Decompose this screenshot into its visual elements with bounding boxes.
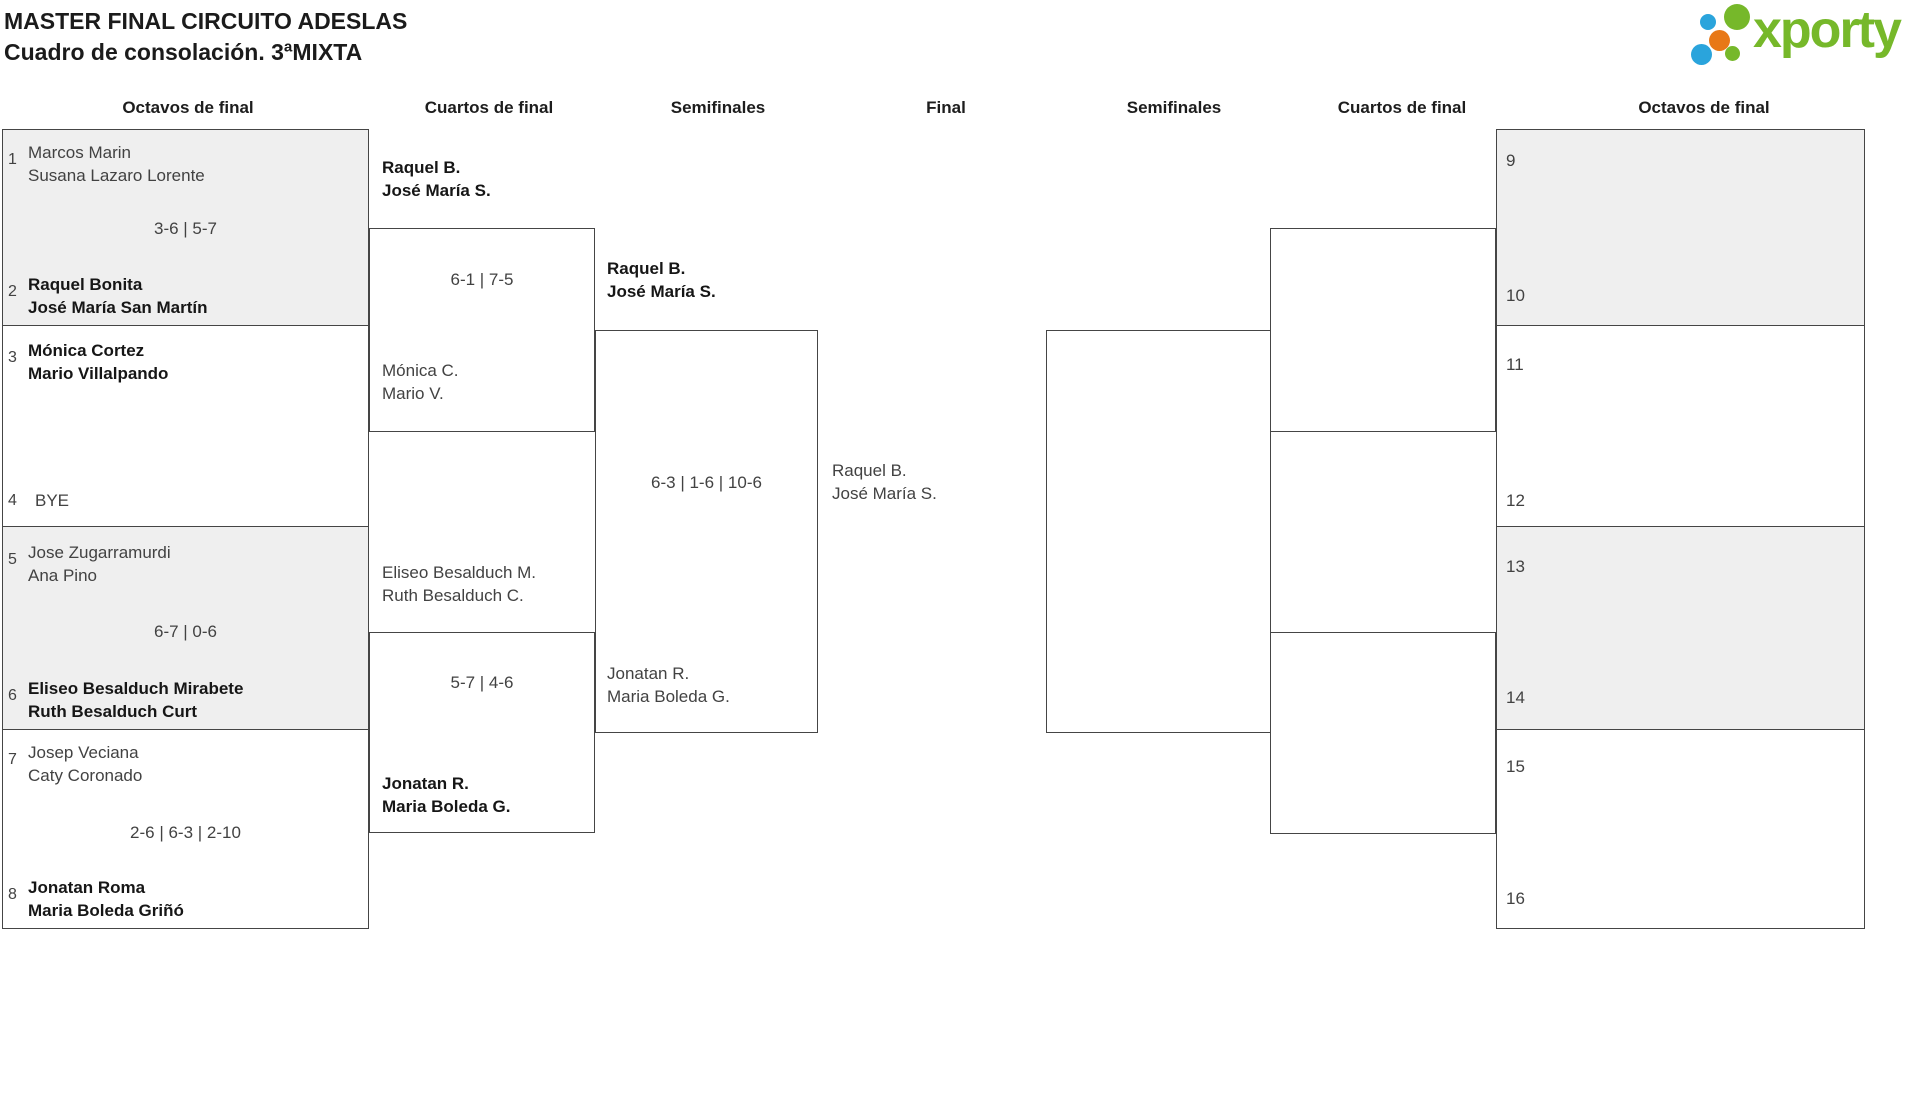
player-name: Marcos Marin <box>28 143 131 162</box>
seed-number: 11 <box>1506 355 1524 374</box>
player-name: Jose Zugarramurdi <box>28 543 171 562</box>
seed-number: 8 <box>8 886 17 903</box>
match-box-r16-left-1 <box>2 129 369 326</box>
player-name: Eliseo Besalduch M. <box>382 563 537 582</box>
match-box-qf-right-1 <box>1270 228 1496 432</box>
qf-team-label: Mónica C. Mario V. <box>382 359 459 405</box>
xporty-logo[interactable]: xporty <box>1688 0 1920 72</box>
final-team-label: Raquel B. José María S. <box>832 459 937 505</box>
match-box-qf-left-1 <box>369 228 595 432</box>
team-entry-bye: BYE <box>35 491 70 510</box>
match-score: 6-1 | 7-5 <box>450 270 514 289</box>
logo-dot-green-large <box>1724 4 1750 30</box>
player-name: Ana Pino <box>28 566 97 585</box>
team-entry: Mónica Cortez Mario Villalpando <box>28 339 168 385</box>
seed-number: 2 <box>8 283 17 300</box>
round-header-semis-right: Semifinales <box>1126 98 1222 117</box>
match-box-qf-right-2 <box>1270 632 1496 834</box>
player-name: Mónica Cortez <box>28 341 145 360</box>
player-name: Maria Boleda Griñó <box>28 901 184 920</box>
player-name: José María San Martín <box>28 298 208 317</box>
player-name: Jonatan R. <box>382 774 469 793</box>
player-name: Susana Lazaro Lorente <box>28 166 205 185</box>
match-score: 2-6 | 6-3 | 2-10 <box>130 823 241 842</box>
team-entry: Marcos Marin Susana Lazaro Lorente <box>28 141 205 187</box>
player-name: Maria Boleda G. <box>607 687 730 706</box>
sf-team-label: Raquel B. José María S. <box>607 257 716 303</box>
player-name: José María S. <box>382 181 491 200</box>
team-entry: Jose Zugarramurdi Ana Pino <box>28 541 171 587</box>
qf-team-label: Eliseo Besalduch M. Ruth Besalduch C. <box>382 561 536 607</box>
seed-number: 4 <box>8 492 17 509</box>
round-header-final: Final <box>926 98 966 117</box>
logo-wordmark: xporty <box>1753 1 1902 59</box>
team-entry: Eliseo Besalduch Mirabete Ruth Besalduch… <box>28 677 243 723</box>
sf-team-label: Jonatan R. Maria Boleda G. <box>607 662 730 708</box>
match-box-r16-right-1 <box>1496 129 1865 326</box>
player-name: Josep Veciana <box>28 743 139 762</box>
seed-number: 12 <box>1506 491 1525 510</box>
match-score: 3-6 | 5-7 <box>153 219 217 238</box>
match-box-r16-right-3 <box>1496 526 1865 730</box>
bracket-subtitle: Cuadro de consolación. 3ªMIXTA <box>4 39 363 65</box>
seed-number: 9 <box>1506 151 1516 170</box>
player-name: Mario V. <box>382 384 444 403</box>
qf-team-label: Jonatan R. Maria Boleda G. <box>382 772 510 818</box>
round-header-octavos-left: Octavos de final <box>122 98 254 117</box>
round-header-semis-left: Semifinales <box>670 98 766 117</box>
player-name: Jonatan Roma <box>28 878 146 897</box>
seed-number: 3 <box>8 349 17 366</box>
round-header-cuartos-right: Cuartos de final <box>1337 98 1467 117</box>
seed-number: 14 <box>1506 688 1525 707</box>
player-name: Raquel Bonita <box>28 275 143 294</box>
round-header-octavos-right: Octavos de final <box>1638 98 1770 117</box>
round-header-cuartos-left: Cuartos de final <box>424 98 554 117</box>
qf-team-label: Raquel B. José María S. <box>382 156 491 202</box>
player-name: Raquel B. <box>382 158 461 177</box>
match-score: 5-7 | 4-6 <box>450 673 514 692</box>
seed-number: 5 <box>8 551 17 568</box>
match-box-sf-right <box>1046 330 1271 733</box>
match-box-r16-left-3 <box>2 526 369 730</box>
match-box-qf-left-2 <box>369 632 595 833</box>
player-name: Ruth Besalduch C. <box>382 586 524 605</box>
team-entry: Raquel Bonita José María San Martín <box>28 273 208 319</box>
player-name: José María S. <box>832 484 937 503</box>
player-name: Mónica C. <box>382 361 459 380</box>
team-entry: Jonatan Roma Maria Boleda Griñó <box>28 876 184 922</box>
seed-number: 15 <box>1506 757 1525 776</box>
seed-number: 7 <box>8 751 17 768</box>
seed-number: 16 <box>1506 889 1525 908</box>
seed-number: 10 <box>1506 286 1525 305</box>
team-entry: Josep Veciana Caty Coronado <box>28 741 142 787</box>
match-box-r16-right-4 <box>1496 729 1865 929</box>
player-name: Raquel B. <box>832 461 907 480</box>
seed-number: 6 <box>8 687 17 704</box>
player-name: José María S. <box>607 282 716 301</box>
seed-number: 13 <box>1506 557 1525 576</box>
match-box-r16-left-4 <box>2 729 369 929</box>
logo-dot-green-small <box>1725 46 1740 61</box>
logo-dot-orange <box>1709 30 1730 51</box>
player-name: Maria Boleda G. <box>382 797 511 816</box>
player-name: Jonatan R. <box>607 664 690 683</box>
match-score: 6-7 | 0-6 <box>153 622 217 641</box>
logo-dot-blue-small <box>1700 14 1716 30</box>
tournament-title: MASTER FINAL CIRCUITO ADESLAS <box>4 8 408 34</box>
player-name: Mario Villalpando <box>28 364 169 383</box>
match-box-r16-right-2 <box>1496 325 1865 527</box>
match-box-sf-left <box>595 330 818 733</box>
player-name: Raquel B. <box>607 259 686 278</box>
match-box-r16-left-2 <box>2 325 369 527</box>
player-name: Caty Coronado <box>28 766 143 785</box>
match-score: 6-3 | 1-6 | 10-6 <box>651 473 762 492</box>
seed-number: 1 <box>8 151 17 168</box>
player-name: Ruth Besalduch Curt <box>28 702 198 721</box>
player-name: Eliseo Besalduch Mirabete <box>28 679 244 698</box>
logo-dot-blue-large <box>1691 44 1712 65</box>
